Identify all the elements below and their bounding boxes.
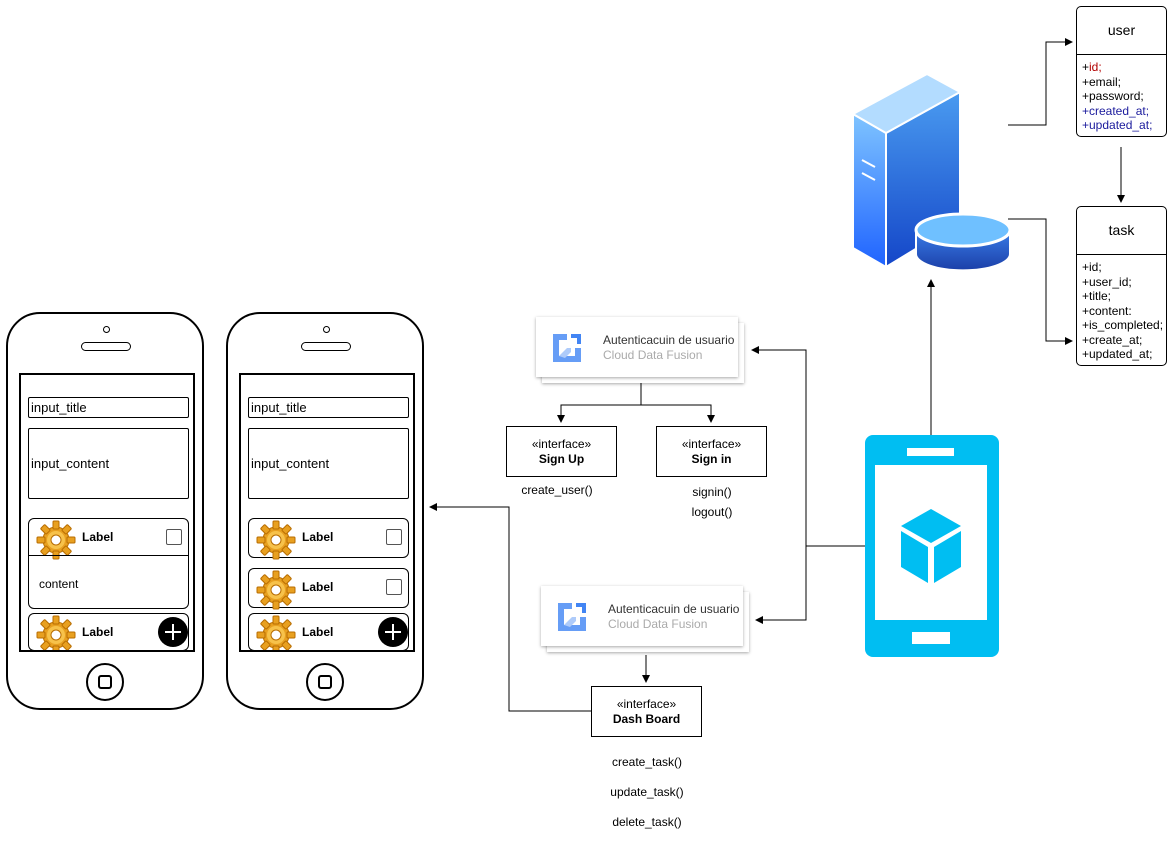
- entity-name: user: [1077, 7, 1166, 55]
- task-card[interactable]: Label content: [28, 518, 189, 609]
- card-content: content: [39, 577, 79, 591]
- attribute-value: id;: [1089, 60, 1102, 74]
- interface-name: Dash Board: [612, 712, 681, 726]
- home-button[interactable]: [86, 663, 124, 701]
- edge-mobile-to-auth-top: [751, 346, 866, 547]
- auth-service-bottom[interactable]: Autenticacuin de usuario Cloud Data Fusi…: [541, 586, 749, 652]
- card-label: Label: [302, 625, 334, 639]
- method-create-task: create_task(): [611, 755, 683, 769]
- entity-name: task: [1077, 207, 1166, 255]
- server-database-icon: [850, 72, 1012, 272]
- method-logout: logout(): [691, 505, 733, 519]
- input-content-field[interactable]: input_content: [28, 428, 189, 499]
- card-label: Label: [302, 530, 334, 544]
- home-button[interactable]: [306, 663, 344, 701]
- card-face: [541, 586, 743, 646]
- card-face: [536, 317, 738, 377]
- method-update-task: update_task(): [610, 785, 684, 799]
- auth-title: Autenticacuin de usuario: [608, 602, 740, 616]
- speaker-icon: [81, 342, 131, 351]
- edge-auth-to-signup: [557, 378, 642, 423]
- card-divider: [28, 555, 189, 556]
- attribute-value: +updated_at;: [1082, 118, 1153, 132]
- auth-title: Autenticacuin de usuario: [603, 333, 735, 347]
- entity-attributes: +id; +user_id; +title; +content: +is_com…: [1077, 255, 1166, 365]
- task-card[interactable]: Label: [248, 518, 409, 560]
- phone-mockup-1: input_title input_content: [6, 312, 204, 710]
- dashboard-interface[interactable]: «interface» Dash Board: [591, 686, 702, 737]
- checkbox[interactable]: [166, 529, 182, 545]
- card-label: Label: [82, 530, 114, 544]
- input-title-field[interactable]: input_title: [28, 397, 189, 418]
- speaker-icon: [301, 342, 351, 351]
- camera-icon: [103, 326, 110, 333]
- task-card[interactable]: Label: [28, 613, 189, 650]
- attribute: +is_completed;: [1082, 318, 1164, 332]
- gear-icon: [36, 520, 76, 560]
- checkbox[interactable]: [386, 579, 402, 595]
- attribute: +updated_at;: [1082, 347, 1153, 361]
- add-button[interactable]: [158, 617, 188, 647]
- checkbox[interactable]: [386, 529, 402, 545]
- attribute: +id;: [1082, 260, 1102, 274]
- interface-name: Sign Up: [538, 452, 585, 466]
- task-card[interactable]: Label: [248, 568, 409, 610]
- mobile-app-icon[interactable]: [865, 435, 999, 658]
- method-signin: signin(): [692, 485, 732, 499]
- edge-auth-to-signin: [641, 404, 715, 423]
- task-card[interactable]: Label: [248, 613, 409, 650]
- signin-interface[interactable]: «interface» Sign in: [656, 426, 767, 477]
- gear-icon: [256, 570, 296, 610]
- entity-attributes: +id; +email; +password; +created_at; +up…: [1077, 55, 1166, 136]
- attribute: +email;: [1082, 74, 1122, 89]
- gear-icon: [256, 615, 296, 650]
- card-label: Label: [302, 580, 334, 594]
- input-title-field[interactable]: input_title: [248, 397, 409, 418]
- edge-dashboard-to-phone: [429, 503, 591, 712]
- input-content-field[interactable]: input_content: [248, 428, 409, 499]
- entity-task[interactable]: task +id; +user_id; +title; +content: +i…: [1076, 206, 1167, 366]
- edge-server-to-user: [1008, 38, 1073, 126]
- entity-user[interactable]: user +id; +email; +password; +created_at…: [1076, 6, 1167, 137]
- phone-screen: input_title input_content: [19, 373, 195, 652]
- card-label: Label: [82, 625, 114, 639]
- stereotype-label: «interface»: [531, 437, 592, 451]
- gear-icon: [256, 520, 296, 560]
- add-button[interactable]: [378, 617, 408, 647]
- method-create-user: create_user(): [521, 483, 593, 497]
- auth-subtitle: Cloud Data Fusion: [608, 617, 708, 631]
- cloud-data-fusion-icon: [553, 334, 581, 362]
- interface-name: Sign in: [691, 452, 732, 466]
- method-delete-task: delete_task(): [612, 815, 682, 829]
- attribute: +create_at;: [1082, 332, 1143, 347]
- stereotype-label: «interface»: [616, 697, 677, 711]
- attribute: +title;: [1082, 289, 1112, 303]
- attribute: +password;: [1082, 89, 1144, 103]
- edge-mobile-to-auth-bottom: [755, 546, 807, 624]
- phone-screen: input_title input_content: [239, 373, 415, 652]
- attribute-value: +created_at;: [1082, 103, 1150, 118]
- attribute: +id;: [1082, 60, 1102, 74]
- phone-mockup-2: input_title input_content: [226, 312, 424, 710]
- camera-icon: [323, 326, 330, 333]
- auth-subtitle: Cloud Data Fusion: [603, 348, 703, 362]
- stereotype-label: «interface»: [681, 437, 742, 451]
- attribute: +content:: [1082, 303, 1132, 318]
- cloud-data-fusion-icon: [558, 603, 586, 631]
- attribute: +user_id;: [1082, 274, 1132, 289]
- gear-icon: [36, 615, 76, 650]
- edge-server-to-task: [1008, 218, 1073, 345]
- signup-interface[interactable]: «interface» Sign Up: [506, 426, 617, 477]
- attribute: +created_at;: [1082, 104, 1166, 119]
- auth-service-top[interactable]: Autenticacuin de usuario Cloud Data Fusi…: [536, 317, 744, 383]
- attribute: +updated_at;: [1082, 118, 1166, 133]
